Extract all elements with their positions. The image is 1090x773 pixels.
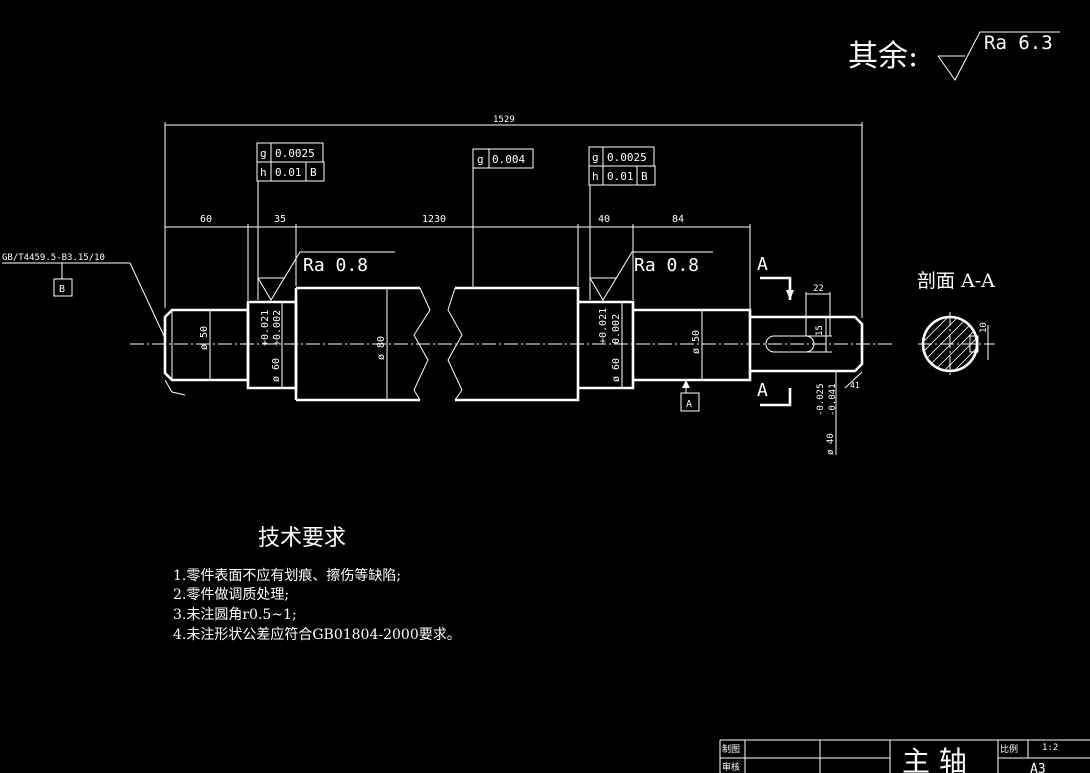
roughness-left-icon — [257, 251, 395, 301]
tol-right-val1: 0.0025 — [607, 151, 647, 164]
roughness-right-value: Ra 0.8 — [634, 255, 699, 276]
dia-left-tol-lower: +0.002 — [272, 310, 283, 346]
tol-right-sym2: h — [592, 170, 599, 183]
tol-mid-sym: g — [477, 153, 484, 166]
section-mark-top: A — [757, 254, 768, 275]
dim-left-end: 60 — [200, 214, 212, 225]
key-end-dia: ø 40 — [826, 433, 836, 455]
key-end-tol-upper: -0.025 — [816, 383, 826, 416]
general-roughness-label: 其余: — [848, 39, 918, 74]
tol-right-sym1: g — [592, 151, 599, 164]
key-end-right-mark: 41 — [850, 381, 860, 390]
section-depth: 10 — [979, 322, 989, 333]
roughness-left: Ra 0.8 — [257, 251, 395, 301]
tol-right-val2: 0.01 — [607, 170, 634, 183]
tol-left-val1: 0.0025 — [275, 147, 315, 160]
tol-left-sym2: h — [260, 166, 267, 179]
dia-left-bearing: ø 60 — [271, 358, 282, 382]
general-roughness-value: Ra 6.3 — [984, 32, 1053, 54]
dia-right-tol-lower: 0.002 — [611, 314, 622, 344]
roughness-right-icon — [589, 251, 713, 301]
overall-length-dimension: 1529 — [164, 115, 863, 318]
dia-left-tol-upper: +0.021 — [260, 310, 271, 346]
tech-req-item: 1.零件表面不应有划痕、擦伤等缺陷; — [173, 567, 401, 584]
datum-b-label: B — [59, 284, 65, 295]
dim-right-bearing: 40 — [598, 214, 610, 225]
tolerance-frame-right: g 0.0025 h 0.01 B — [588, 146, 656, 300]
tol-left-val2: 0.01 — [275, 166, 302, 179]
sheet-size: A3 — [1030, 762, 1046, 773]
tech-req-item: 2.零件做调质处理; — [173, 587, 289, 603]
tol-right-datum: B — [641, 170, 648, 183]
keyway-width: 15 — [815, 325, 825, 336]
general-roughness-note: 其余: Ra 6.3 — [848, 31, 1060, 81]
shaft-body — [163, 286, 864, 402]
tech-req-title: 技术要求 — [258, 526, 346, 551]
tolerance-frame-left: g 0.0025 h 0.01 B — [256, 142, 325, 300]
datum-a-marker: A — [680, 380, 700, 412]
dia-right-bearing: ø 60 — [611, 358, 622, 382]
key-end-tol-lower: -0.041 — [828, 383, 838, 416]
overall-length-text: 1529 — [493, 115, 515, 125]
technical-requirements: 技术要求 1.零件表面不应有划痕、擦伤等缺陷; 2.零件做调质处理; 3.未注圆… — [173, 526, 461, 643]
checked-by-label: 审核 — [722, 761, 740, 773]
roughness-left-value: Ra 0.8 — [303, 255, 368, 276]
tech-req-item: 3.未注圆角r0.5~1; — [173, 607, 297, 623]
dim-middle: 1230 — [422, 214, 446, 225]
dia-right-tol-upper: +0.021 — [598, 308, 609, 344]
datum-a-label: A — [686, 399, 692, 410]
center-hole-reference: GB/T4459.5-B3.15/10 B — [2, 253, 166, 339]
tol-left-sym1: g — [260, 147, 267, 160]
part-name: 主 轴 — [902, 745, 967, 773]
drawn-by-label: 制图 — [722, 743, 740, 755]
scale-value: 1:2 — [1042, 743, 1058, 753]
segment-dimensions: 60 35 1230 40 84 — [165, 214, 751, 310]
section-view-a-a: 剖面 A-A 10 — [917, 270, 995, 376]
dia-left-end: ø 50 — [199, 326, 210, 350]
dim-right-end: 84 — [672, 214, 684, 225]
tech-req-item: 4.未注形状公差应符合GB01804-2000要求。 — [173, 626, 461, 643]
center-hole-standard: GB/T4459.5-B3.15/10 — [2, 253, 105, 263]
dim-left-bearing: 35 — [274, 214, 286, 225]
roughness-right: Ra 0.8 — [589, 251, 713, 301]
section-mark-bottom: A — [757, 380, 768, 401]
keyway-length: 22 — [813, 284, 824, 294]
tolerance-frame-middle: g 0.004 — [472, 148, 534, 288]
section-view-title: 剖面 A-A — [917, 270, 995, 292]
dia-right-end: ø 50 — [691, 330, 702, 354]
diameter-labels: ø 50 ø 60 +0.021 +0.002 ø 80 ø 60 +0.021… — [199, 288, 703, 400]
tol-left-datum: B — [310, 166, 317, 179]
title-block: 制图 审核 主 轴 比例 1:2 A3 — [719, 739, 1090, 773]
tol-mid-val: 0.004 — [492, 153, 525, 166]
dia-middle: ø 80 — [376, 336, 387, 360]
scale-label: 比例 — [1000, 743, 1018, 755]
key-end-dimensions: A A 22 15 -0.025 -0.041 ø 40 41 — [757, 254, 863, 455]
roughness-symbol-icon — [937, 31, 1060, 81]
